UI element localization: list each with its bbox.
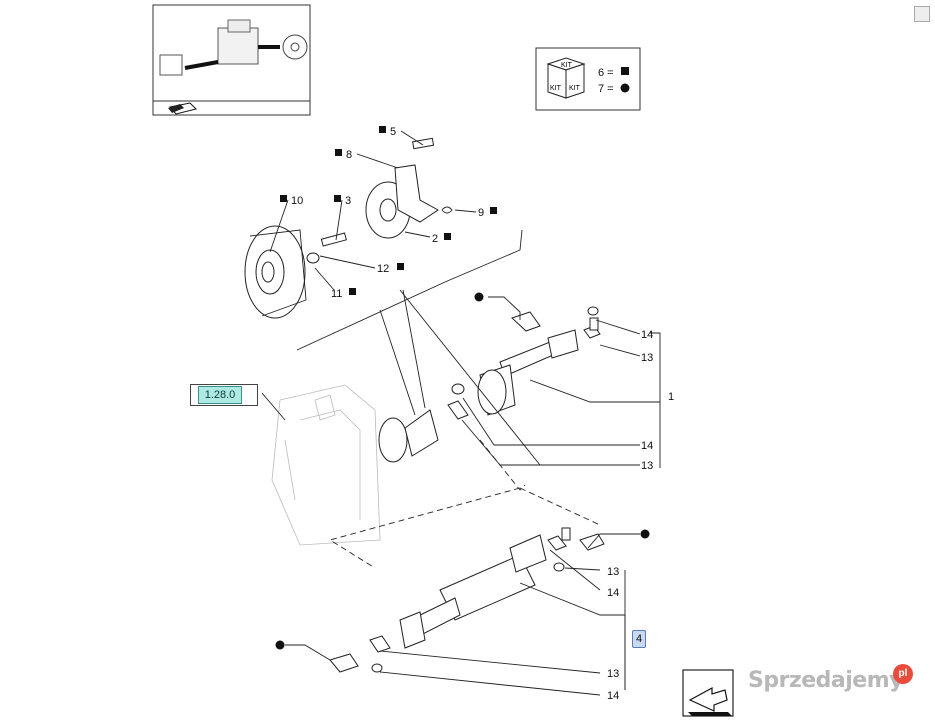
callout-9: 9 xyxy=(478,207,484,219)
kit-label-right: KIT xyxy=(569,85,581,92)
kit-label-top: KIT xyxy=(561,62,573,69)
square-marker-icon xyxy=(379,126,386,133)
kit-legend-line-6: 6 = xyxy=(598,67,614,79)
group-4-badge[interactable]: 4 xyxy=(632,630,646,648)
kit-label-left: KIT xyxy=(550,85,562,92)
callout-14-rear-b: 14 xyxy=(607,690,619,702)
callout-14-rear-a: 14 xyxy=(607,587,619,599)
disc-brake-assembly xyxy=(244,137,453,319)
overview-thumbnail[interactable] xyxy=(152,4,311,116)
circle-marker-icon xyxy=(275,640,285,650)
circle-marker-icon xyxy=(474,292,484,302)
square-marker-icon xyxy=(444,233,451,240)
next-page-arrow-icon[interactable] xyxy=(682,669,734,717)
callout-markers xyxy=(275,126,650,650)
thumbnail-arrow-icon[interactable] xyxy=(168,104,184,113)
callout-10: 10 xyxy=(291,195,303,207)
square-marker-icon xyxy=(490,207,497,214)
watermark-text: Sprzedajemy xyxy=(748,668,904,693)
kit-legend: KIT KIT KIT 6 = 7 = xyxy=(535,47,641,111)
watermark-badge: pl xyxy=(893,664,913,684)
callout-2: 2 xyxy=(432,233,438,245)
square-marker-icon xyxy=(280,195,287,202)
square-marker-icon xyxy=(335,149,342,156)
callout-14-front-a: 14 xyxy=(641,329,653,341)
callout-5: 5 xyxy=(390,126,396,138)
rear-drive-shaft xyxy=(329,527,605,673)
kit-legend-line-7: 7 = xyxy=(598,83,614,95)
callout-8: 8 xyxy=(346,149,352,161)
reference-frame xyxy=(190,384,258,406)
callout-13-front-a: 13 xyxy=(641,352,653,364)
reference-link-1-28-0[interactable]: 1.28.0 xyxy=(198,386,242,404)
context-outline xyxy=(296,229,601,569)
front-drive-shaft xyxy=(378,306,601,463)
callout-1: 1 xyxy=(668,391,674,403)
leader-lines xyxy=(261,130,661,696)
square-marker-icon xyxy=(334,195,341,202)
square-marker-icon xyxy=(349,288,356,295)
callout-12: 12 xyxy=(377,263,389,275)
window-scroll-button[interactable] xyxy=(914,6,930,22)
square-marker-icon xyxy=(397,263,404,270)
circle-marker-icon xyxy=(620,83,630,93)
square-marker-icon xyxy=(621,67,629,75)
callout-13-rear-a: 13 xyxy=(607,566,619,578)
callout-labels: 5 8 10 3 9 2 12 11 14 13 1 14 13 13 14 1… xyxy=(291,126,674,702)
gearbox-ghost xyxy=(271,384,381,546)
callout-13-rear-b: 13 xyxy=(607,668,619,680)
callout-14-front-b: 14 xyxy=(641,440,653,452)
callout-3: 3 xyxy=(345,195,351,207)
circle-marker-icon xyxy=(640,529,650,539)
callout-11: 11 xyxy=(331,288,342,300)
callout-13-front-b: 13 xyxy=(641,460,653,472)
